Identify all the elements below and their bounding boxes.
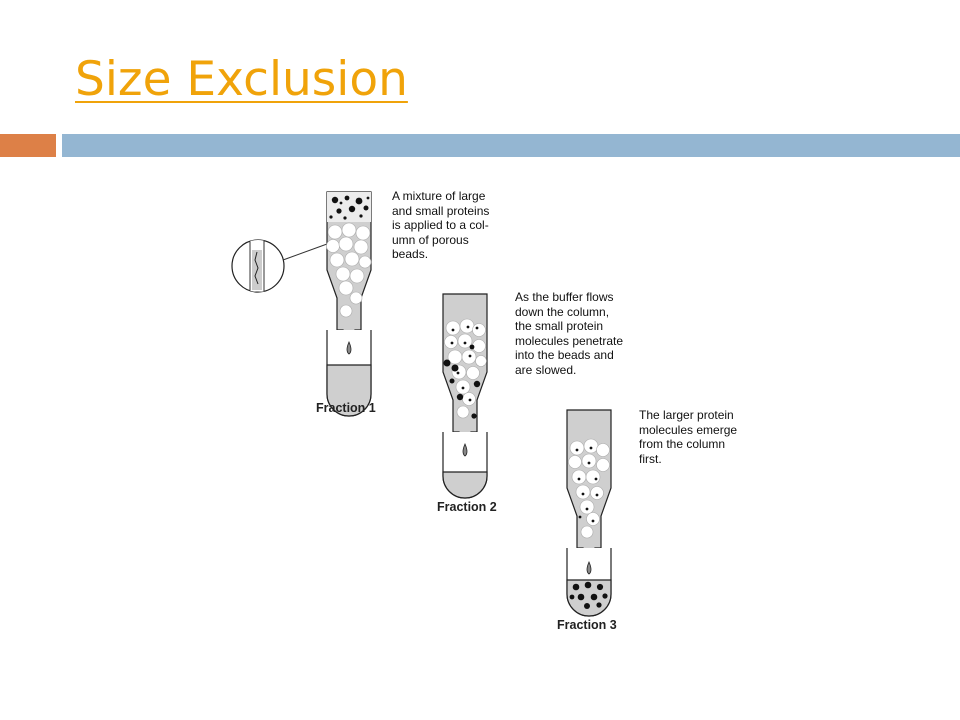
accent-bar-right: [62, 134, 960, 157]
fraction-3-label: Fraction 3: [557, 618, 617, 632]
caption-step-2: As the buffer flows down the column, the…: [515, 290, 624, 377]
accent-bar-left: [0, 134, 56, 157]
magnified-inset: [231, 239, 328, 293]
column-2: [442, 293, 488, 499]
caption-step-3: The larger protein molecules emerge from…: [639, 408, 738, 466]
column-3: [566, 409, 612, 617]
slide-title-link[interactable]: Size Exclusion: [75, 52, 408, 107]
caption-step-1: A mixture of large and small proteins is…: [392, 189, 490, 261]
fraction-2-label: Fraction 2: [437, 500, 497, 514]
size-exclusion-diagram: A mixture of large and small proteins is…: [225, 180, 737, 650]
fraction-1-label: Fraction 1: [316, 401, 376, 415]
column-1: [326, 191, 372, 417]
